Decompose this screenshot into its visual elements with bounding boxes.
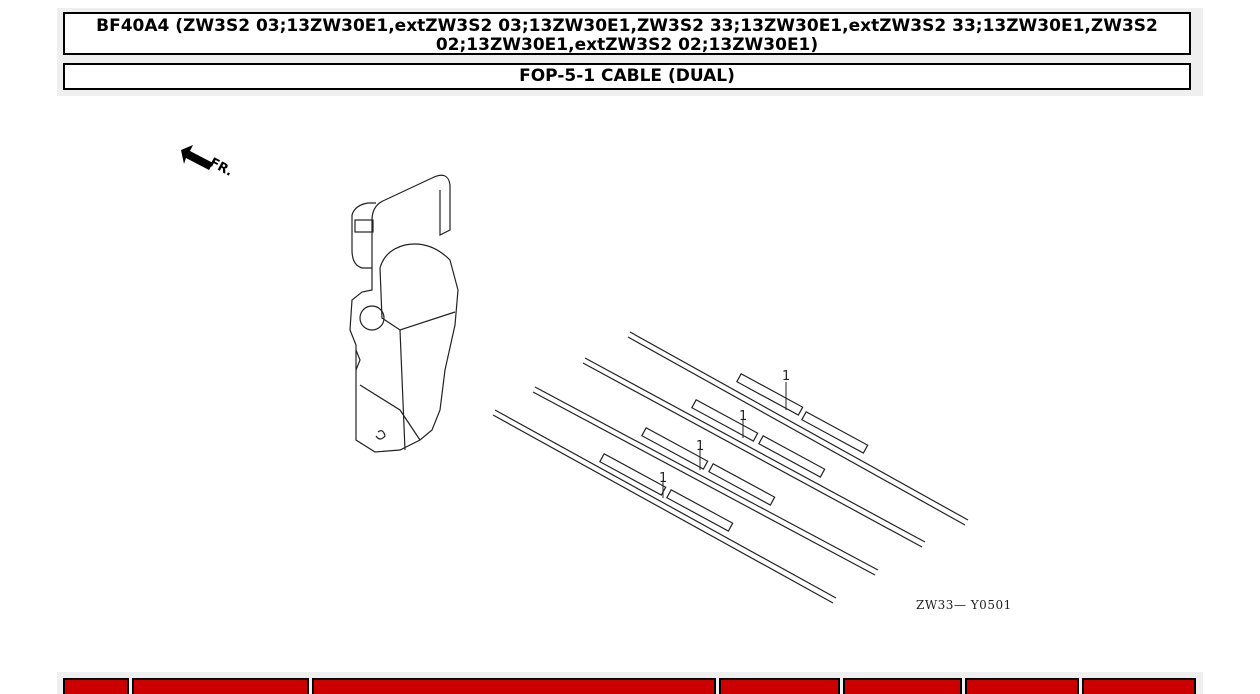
cable-4 [492,409,837,604]
model-title: BF40A4 (ZW3S2 03;13ZW30E1,extZW3S2 03;13… [63,12,1191,55]
parts-diagram: 1 1 1 1 [150,120,1100,640]
model-title-line1: BF40A4 (ZW3S2 03;13ZW30E1,extZW3S2 03;13… [96,16,1158,36]
cables [492,331,969,604]
cable-sleeves [599,372,869,532]
remote-control-box [349,174,459,453]
header: BF40A4 (ZW3S2 03;13ZW30E1,extZW3S2 03;13… [57,8,1203,96]
table-column-header[interactable] [132,678,309,694]
cable-2 [582,357,926,548]
cable-1 [627,331,969,526]
section-title: FOP-5-1 CABLE (DUAL) [63,63,1191,90]
parts-diagram-drawing: 1 1 1 1 [181,145,969,604]
svg-text:1: 1 [659,471,667,486]
table-column-header[interactable] [312,678,716,694]
callout-numbers: 1 1 1 1 [659,369,790,486]
table-column-header[interactable] [1082,678,1196,694]
cable-3 [532,386,879,576]
table-column-header[interactable] [719,678,840,694]
table-column-header[interactable] [965,678,1079,694]
svg-text:1: 1 [696,439,704,454]
diagram-reference-code: ZW33— Y0501 [916,598,1012,612]
table-column-header[interactable] [843,678,962,694]
svg-text:1: 1 [739,409,747,424]
model-title-line2: 02;13ZW30E1,extZW3S2 02;13ZW30E1) [435,35,819,55]
table-column-header[interactable] [63,678,129,694]
parts-table-header [57,672,1203,694]
svg-text:1: 1 [782,369,790,384]
front-arrow-icon [181,145,213,170]
callout-leaders [662,382,787,498]
